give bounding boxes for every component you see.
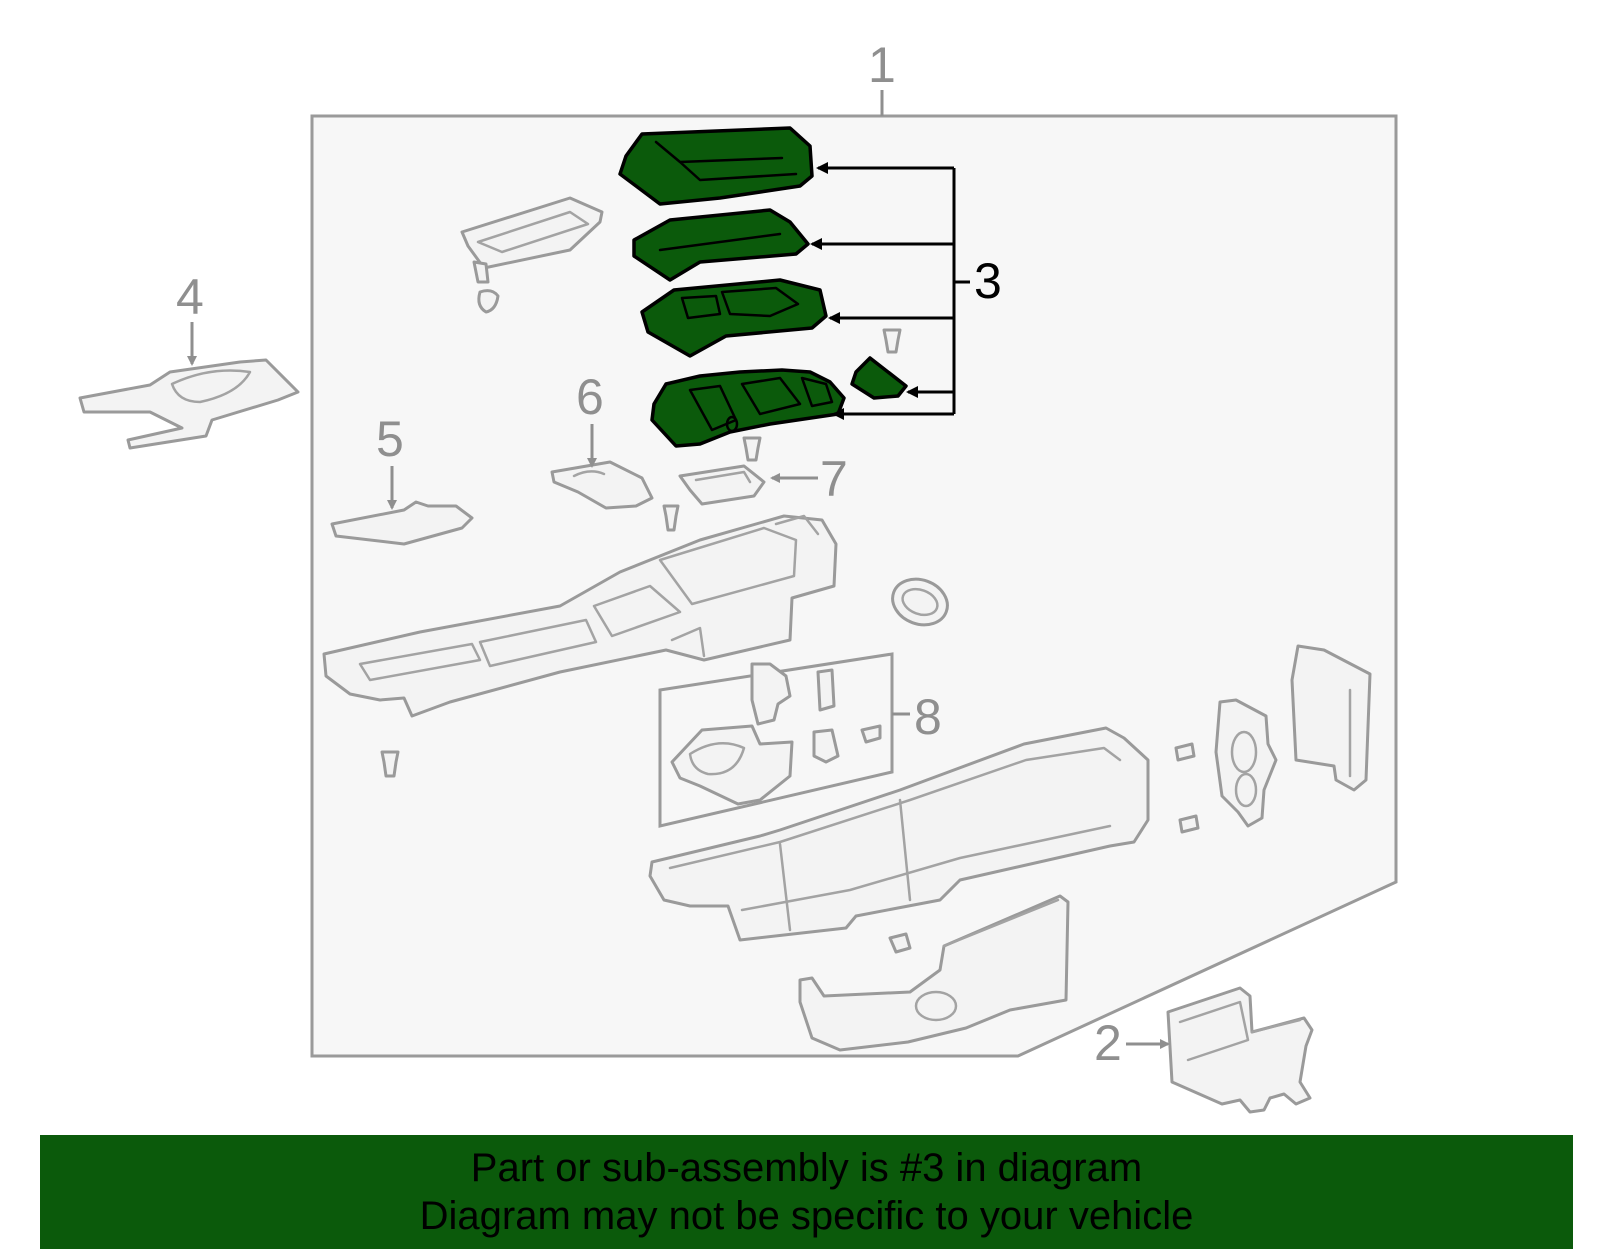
callout-3[interactable]: 3	[974, 253, 1002, 309]
rear-trim-panel[interactable]	[1290, 644, 1372, 792]
console-side-panel[interactable]	[798, 894, 1070, 1052]
banner-line-1: Part or sub-assembly is #3 in diagram	[470, 1146, 1143, 1190]
cup-holder-insert[interactable]	[670, 724, 794, 806]
part-3-lid-pad[interactable]	[632, 208, 810, 282]
clip[interactable]	[812, 728, 840, 764]
lid-liner-tray[interactable]	[460, 196, 604, 314]
screw[interactable]	[860, 724, 882, 744]
info-banner: Part or sub-assembly is #3 in diagram Di…	[40, 1135, 1573, 1249]
part-3-lid-inner[interactable]	[640, 278, 828, 358]
console-body[interactable]	[648, 726, 1150, 942]
callout-3-leaders	[810, 162, 970, 420]
screw[interactable]	[380, 750, 400, 778]
screw[interactable]	[1178, 814, 1200, 834]
screw[interactable]	[882, 328, 902, 354]
part-3-lid-base[interactable]	[650, 368, 846, 448]
part-7-button[interactable]	[678, 464, 766, 506]
rear-cup-holder[interactable]	[1214, 698, 1278, 828]
part-3-latch[interactable]	[850, 356, 908, 400]
part-3-armrest-lid[interactable]	[618, 126, 814, 206]
callout-1[interactable]: 1	[868, 37, 896, 93]
screw[interactable]	[1174, 742, 1196, 762]
part-6-trim-plate[interactable]	[550, 460, 654, 510]
screw[interactable]	[742, 436, 762, 462]
part-2-bracket[interactable]	[1166, 986, 1314, 1114]
callout-7[interactable]: 7	[820, 451, 848, 507]
banner-line-2: Diagram may not be specific to your vehi…	[419, 1194, 1194, 1238]
screw[interactable]	[888, 932, 912, 954]
callout-2[interactable]: 2	[1094, 1015, 1122, 1071]
part-4-shift-bezel[interactable]	[78, 358, 300, 450]
screw[interactable]	[662, 504, 680, 532]
callout-8[interactable]: 8	[914, 689, 942, 745]
callout-6[interactable]: 6	[576, 369, 604, 425]
part-5-trim-plate[interactable]	[330, 500, 474, 546]
upper-console-trim[interactable]	[322, 514, 838, 718]
latch-bracket[interactable]	[750, 662, 792, 726]
callout-4[interactable]: 4	[176, 269, 204, 325]
latch[interactable]	[816, 668, 836, 712]
grommet[interactable]	[886, 572, 954, 632]
callout-5[interactable]: 5	[376, 411, 404, 467]
part-8-box[interactable]	[658, 652, 894, 828]
